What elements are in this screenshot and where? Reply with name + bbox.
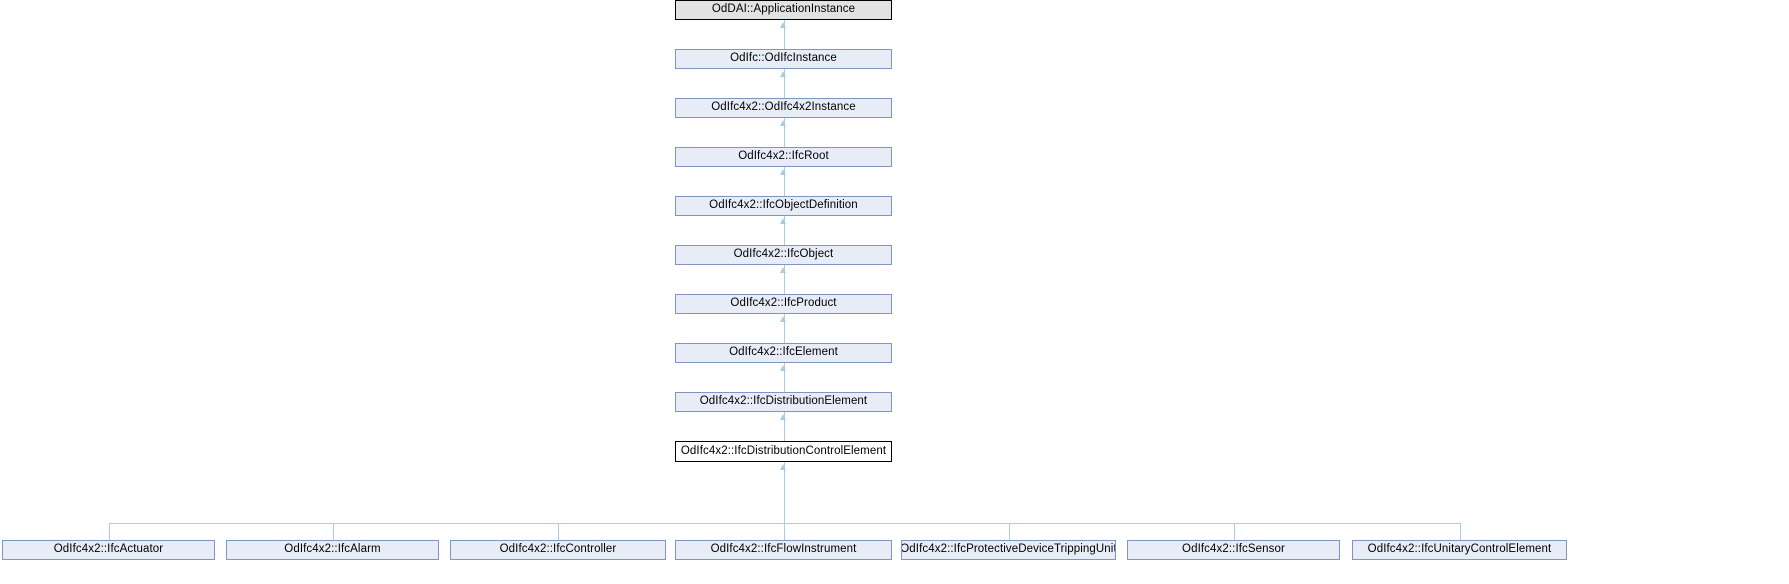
node-odifc4x2-ifcactuator[interactable]: OdIfc4x2::IfcActuator — [2, 540, 215, 560]
node-odifc4x2-ifcsensor[interactable]: OdIfc4x2::IfcSensor — [1127, 540, 1340, 560]
connector-line-vertical — [783, 363, 785, 392]
inheritance-arrow-icon — [780, 267, 786, 273]
connector-line-vertical — [783, 523, 785, 540]
node-odifc4x2-ifcunitarycontrolelement[interactable]: OdIfc4x2::IfcUnitaryControlElement — [1352, 540, 1567, 560]
node-odifc4x2-ifcobjectdefinition[interactable]: OdIfc4x2::IfcObjectDefinition — [675, 196, 892, 216]
node-odifc-odifcinstance[interactable]: OdIfc::OdIfcInstance — [675, 49, 892, 69]
node-odifc4x2-ifcobject[interactable]: OdIfc4x2::IfcObject — [675, 245, 892, 265]
node-odifc4x2-ifcelement[interactable]: OdIfc4x2::IfcElement — [675, 343, 892, 363]
node-odifc4x2-ifcproduct[interactable]: OdIfc4x2::IfcProduct — [675, 294, 892, 314]
connector-line-vertical — [783, 20, 785, 49]
connector-line-vertical — [783, 118, 785, 147]
connector-line-vertical — [558, 523, 559, 540]
inheritance-arrow-icon — [780, 71, 786, 77]
connector-line-vertical — [1233, 523, 1235, 540]
inheritance-arrow-icon — [780, 120, 786, 126]
node-oddai-applicationinstance[interactable]: OdDAI::ApplicationInstance — [675, 0, 892, 20]
connector-line-vertical — [783, 167, 785, 196]
node-odifc4x2-ifcprotectivedevicetrippingunit[interactable]: OdIfc4x2::IfcProtectiveDeviceTrippingUni… — [901, 540, 1116, 560]
connector-line-vertical — [783, 462, 785, 523]
inheritance-arrow-icon — [780, 414, 786, 420]
connector-line-vertical — [783, 265, 785, 294]
node-odifc4x2-ifcflowinstrument[interactable]: OdIfc4x2::IfcFlowInstrument — [675, 540, 892, 560]
node-odifc4x2-odifc4x2instance[interactable]: OdIfc4x2::OdIfc4x2Instance — [675, 98, 892, 118]
node-odifc4x2-ifcalarm[interactable]: OdIfc4x2::IfcAlarm — [226, 540, 439, 560]
node-odifc4x2-ifccontroller[interactable]: OdIfc4x2::IfcController — [450, 540, 666, 560]
connector-line-vertical — [1008, 523, 1010, 540]
inheritance-arrow-icon — [780, 365, 786, 371]
inheritance-arrow-icon — [780, 169, 786, 175]
connector-line-vertical — [1459, 523, 1461, 540]
connector-line-vertical — [783, 69, 785, 98]
inheritance-arrow-icon — [780, 22, 786, 28]
connector-line-vertical — [783, 412, 785, 441]
inheritance-arrow-icon — [780, 316, 786, 322]
node-odifc4x2-ifcroot[interactable]: OdIfc4x2::IfcRoot — [675, 147, 892, 167]
node-odifc4x2-ifcdistributionelement[interactable]: OdIfc4x2::IfcDistributionElement — [675, 392, 892, 412]
connector-line-vertical — [108, 523, 110, 540]
connector-line-vertical — [783, 314, 785, 343]
connector-line-vertical — [783, 216, 785, 245]
inheritance-arrow-icon — [780, 464, 786, 470]
inheritance-arrow-icon — [780, 218, 786, 224]
node-odifc4x2-ifcdistributioncontrolelement[interactable]: OdIfc4x2::IfcDistributionControlElement — [675, 441, 892, 462]
connector-line-vertical — [332, 523, 334, 540]
